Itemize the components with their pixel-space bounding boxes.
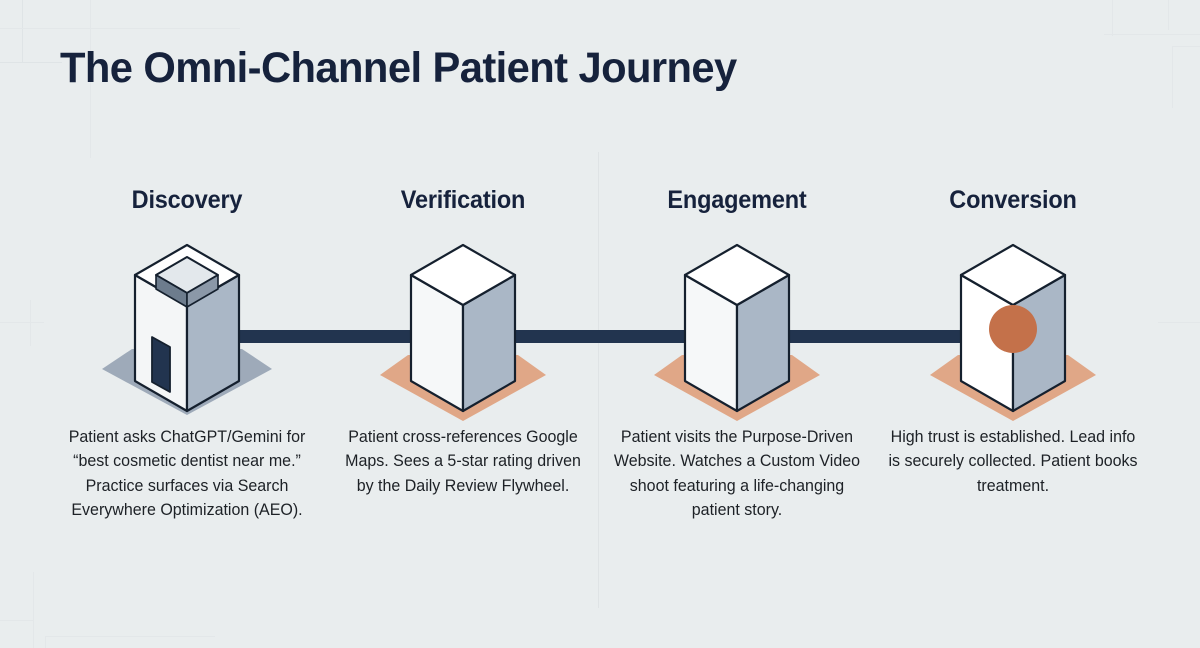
grid-line-v bbox=[30, 300, 31, 346]
grid-line-h bbox=[90, 28, 240, 29]
grid-line-v bbox=[33, 572, 34, 648]
conversion-node-dot bbox=[989, 305, 1037, 353]
stage-conversion[interactable]: Conversion High trust is established. Le… bbox=[878, 186, 1148, 498]
stage-caption-conversion: High trust is established. Lead info is … bbox=[888, 428, 1138, 495]
stage-icon-engagement bbox=[602, 229, 872, 425]
solid-cube-isometric-icon bbox=[380, 243, 546, 421]
stage-label-engagement: Engagement bbox=[667, 186, 807, 214]
stage-verification[interactable]: Verification Patient cross-references Go… bbox=[328, 186, 598, 498]
grid-line-v bbox=[1172, 46, 1173, 108]
page-title: The Omni-Channel Patient Journey bbox=[60, 44, 737, 92]
stage-caption-engagement: Patient visits the Purpose-Driven Websit… bbox=[613, 428, 861, 519]
stage-caption-discovery: Patient asks ChatGPT/Gemini for “best co… bbox=[68, 428, 306, 519]
stage-engagement[interactable]: Engagement Patient visits the Purpose-Dr… bbox=[602, 186, 872, 522]
grid-line-h bbox=[1104, 34, 1200, 35]
stage-label-discovery: Discovery bbox=[131, 186, 243, 214]
grid-line-h bbox=[45, 636, 215, 637]
column-divider bbox=[598, 152, 599, 608]
grid-line-h bbox=[0, 322, 44, 323]
grid-line-v bbox=[1168, 0, 1169, 30]
grid-line-h bbox=[1158, 322, 1200, 323]
grid-line-h bbox=[0, 28, 90, 29]
stage-label-verification: Verification bbox=[400, 186, 526, 214]
grid-line-v bbox=[45, 636, 46, 648]
solid-cube-with-node-isometric-icon bbox=[930, 243, 1096, 421]
stage-label-conversion: Conversion bbox=[949, 186, 1077, 214]
solid-cube-isometric-icon bbox=[654, 243, 820, 421]
hollow-building-isometric-icon bbox=[102, 243, 272, 415]
stage-icon-conversion bbox=[878, 229, 1148, 425]
grid-line-v bbox=[1112, 0, 1113, 36]
stage-icon-discovery bbox=[52, 229, 322, 425]
stage-icon-verification bbox=[328, 229, 598, 425]
stage-caption-verification: Patient cross-references Google Maps. Se… bbox=[345, 428, 581, 495]
grid-line-v bbox=[22, 0, 23, 62]
stage-discovery[interactable]: Discovery Patient asks ChatGPT/Gemini bbox=[52, 186, 322, 522]
grid-line-h bbox=[0, 620, 33, 621]
grid-line-h bbox=[0, 62, 62, 63]
grid-line-h bbox=[1172, 46, 1200, 47]
